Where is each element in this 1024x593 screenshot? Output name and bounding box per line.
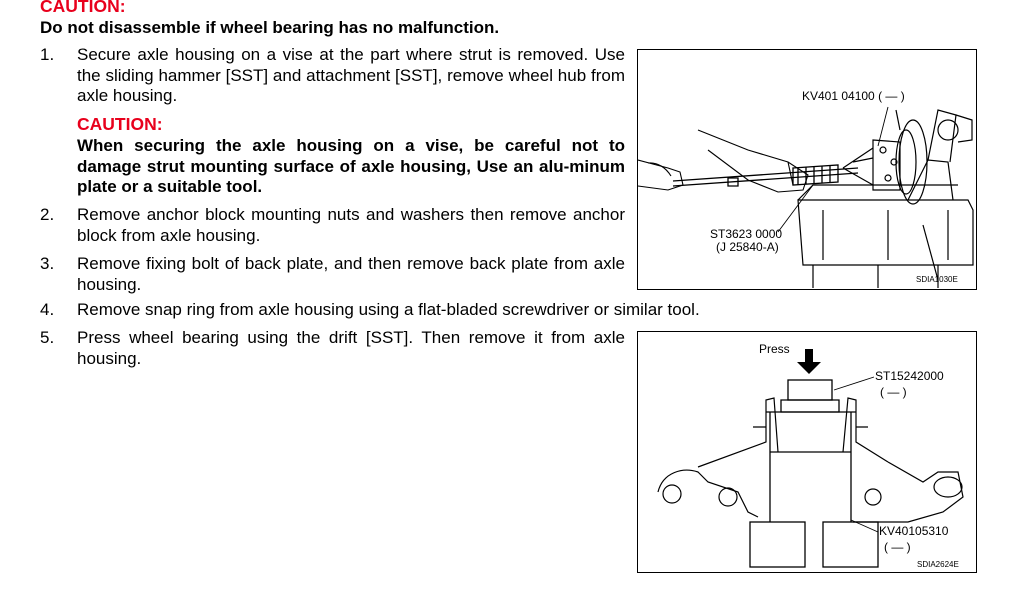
step-number-4: 4. [40,300,55,319]
step-text-5: Press wheel bearing using the drift [SST… [77,328,625,368]
figure2-code: SDIA2624E [917,560,959,569]
caution-heading-top: CAUTION: [40,0,126,16]
step-text-3: Remove fixing bolt of back plate, and th… [77,254,625,294]
step-text-4: Remove snap ring from axle housing using… [77,300,700,319]
figure-sliding-hammer: KV401 04100 ( — ) ST3623 0000 (J 25840-A… [637,49,977,290]
figure2-label-bottom-1: KV40105310 [879,524,949,538]
sliding-hammer-illustration: KV401 04100 ( — ) ST3623 0000 (J 25840-A… [637,89,974,288]
figure1-label-top: KV401 04100 ( — ) [802,89,905,103]
caution-heading-inner: CAUTION: [77,114,163,134]
press-label: Press [759,342,790,356]
figure1-label-bottom-1: ST3623 0000 [710,227,782,241]
step-number-5: 5. [40,328,55,347]
figure2-label-bottom-2: ( — ) [884,540,911,554]
step-number-2: 2. [40,205,55,224]
caution-text-inner: When securing the axle housing on a vise… [77,136,625,196]
step-text-1: Secure axle housing on a vise at the par… [77,45,625,105]
figure2-label-top-1: ST15242000 [875,369,944,383]
step-number-3: 3. [40,254,55,273]
press-bearing-illustration: Press ST15242000 ( — ) KV40105310 ( — ) … [657,342,964,569]
figure1-label-bottom-2: (J 25840-A) [716,240,779,254]
caution-text-top: Do not disassemble if wheel bearing has … [40,18,500,37]
step-number-1: 1. [40,45,55,64]
step-text-2: Remove anchor block mounting nuts and wa… [77,205,625,245]
figure-press-bearing: Press ST15242000 ( — ) KV40105310 ( — ) … [637,331,977,573]
figure2-label-top-2: ( — ) [880,385,907,399]
figure1-code: SDIA1030E [916,275,958,284]
